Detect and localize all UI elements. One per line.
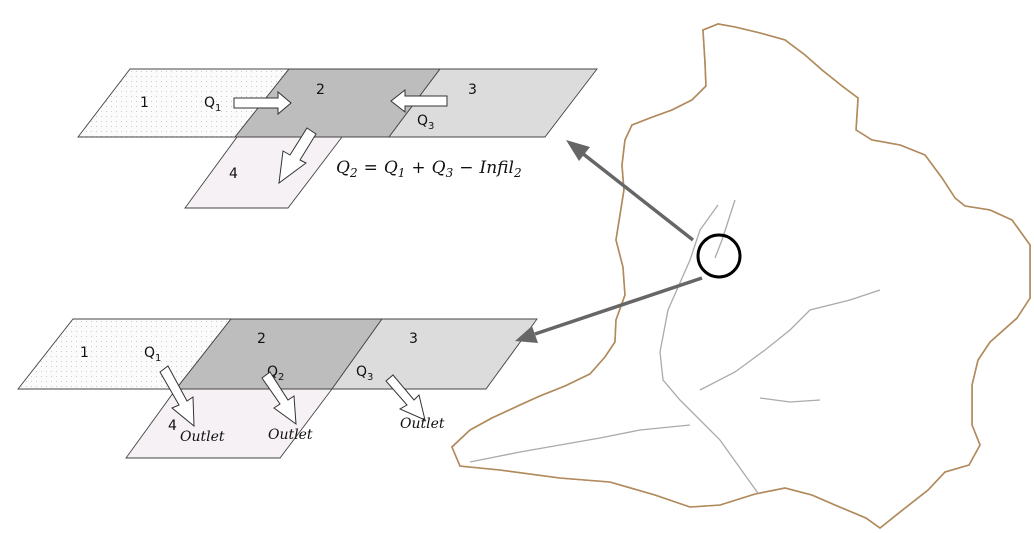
bottom-cell-3 (331, 318, 538, 390)
pointer-to-bottom-panel (534, 276, 703, 336)
q1-to-cell2-arrow-icon (233, 90, 292, 116)
outlet-label-2: Outlet (268, 427, 313, 443)
bottom-cell-1-label: 1 (80, 345, 89, 361)
bottom-cell-3-label: 3 (409, 331, 418, 347)
top-cell-3 (388, 68, 598, 138)
bottom-cell-2-label: 2 (257, 331, 266, 347)
pointer-bottom-arrowhead-icon (515, 326, 538, 343)
outlet-arrow-1-icon (159, 365, 195, 428)
stream-north (714, 199, 736, 259)
bottom-q3-label: Q3 (356, 364, 373, 383)
pointer-to-top-panel (580, 151, 695, 242)
top-cell-1-label: 1 (140, 95, 149, 111)
pointer-top-arrowhead-icon (566, 140, 590, 161)
q3-to-cell2-arrow-icon (390, 88, 448, 114)
bottom-q2-label: Q2 (267, 364, 284, 383)
top-cell-2-label: 2 (316, 82, 325, 98)
top-cell-4-label: 4 (229, 166, 238, 182)
top-panel: 1 2 3 4 Q1 Q3 Q2=Q1+Q3−Infil2 (77, 62, 598, 234)
top-q1-label: Q1 (204, 95, 221, 114)
outlet-arrow-2-icon (261, 371, 297, 426)
bottom-panel: 1 2 3 4 Q1 Q2 Q3 Outlet Outlet Outlet (17, 316, 538, 476)
stream-main (659, 204, 771, 511)
stream-southwest (469, 424, 691, 463)
stream-east (699, 289, 881, 391)
cell2-to-cell4-arrow-icon (278, 127, 317, 185)
outlet-arrow-3-icon (385, 374, 426, 421)
top-q3-label: Q3 (417, 113, 434, 132)
outlet-label-1: Outlet (180, 429, 225, 445)
bottom-q1-label: Q1 (144, 345, 161, 364)
highlight-circle-icon (696, 233, 742, 279)
pointer-arrows (515, 140, 703, 343)
top-cell-3-label: 3 (468, 82, 477, 98)
stream-network (469, 199, 881, 511)
stream-southeast (759, 397, 821, 403)
bottom-cell-4-label: 4 (168, 418, 177, 434)
outlet-label-3: Outlet (400, 416, 445, 432)
water-balance-equation: Q2=Q1+Q3−Infil2 (336, 158, 522, 180)
